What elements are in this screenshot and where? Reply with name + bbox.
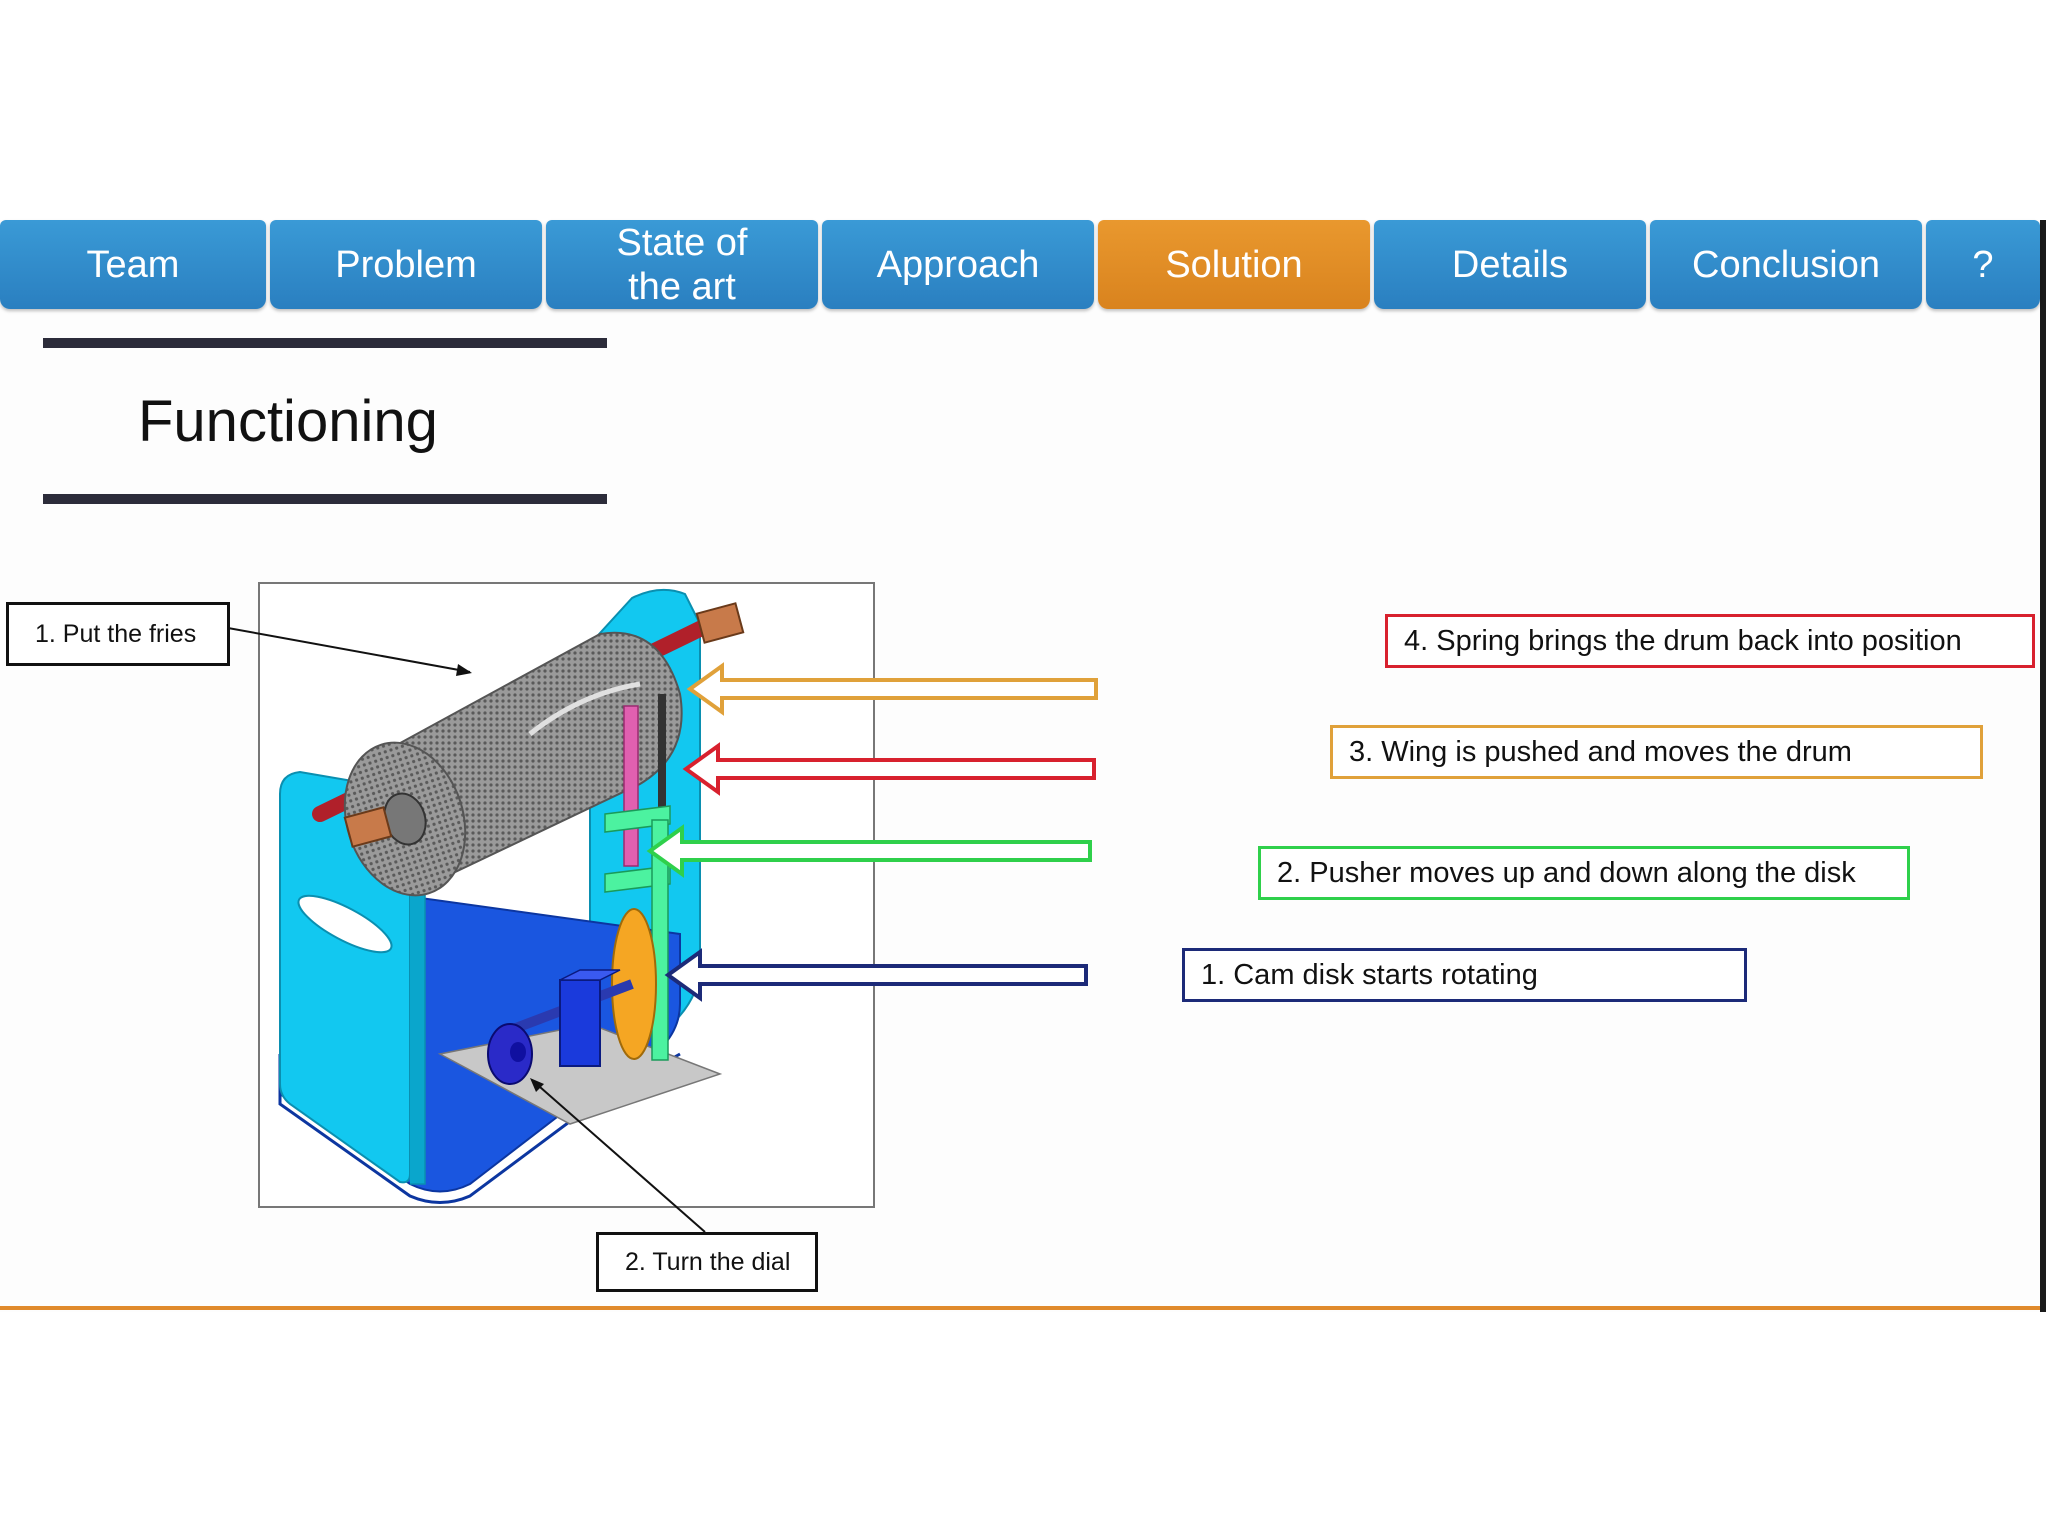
nav-bar: Team Problem State of the art Approach S… [0, 220, 2040, 309]
slide-bottom-rule [0, 1306, 2040, 1310]
tab-label: Solution [1165, 243, 1303, 286]
arrow-wing [686, 662, 1098, 716]
axle-bracket-back [695, 602, 745, 644]
machine-diagram [258, 582, 875, 1208]
tab-problem[interactable]: Problem [270, 220, 542, 309]
step-1-cam-disk: 1. Cam disk starts rotating [1182, 948, 1747, 1002]
fries-drum [343, 631, 683, 897]
tab-label: Approach [876, 243, 1040, 286]
tab-label: Team [86, 243, 180, 286]
tab-solution[interactable]: Solution [1098, 220, 1370, 309]
cam-disk [611, 908, 657, 1060]
tab-label: Conclusion [1692, 243, 1880, 286]
arrow-cam-disk [664, 948, 1088, 1002]
axle-bracket-front [343, 806, 393, 848]
slide-edge [2040, 220, 2046, 1312]
gearbox [559, 979, 601, 1067]
tab-conclusion[interactable]: Conclusion [1650, 220, 1922, 309]
machine-illustration [278, 588, 745, 1204]
step-2-pusher: 2. Pusher moves up and down along the di… [1258, 846, 1910, 900]
return-spring [658, 694, 666, 814]
tab-label-line2: the art [628, 265, 736, 308]
tab-label: Problem [335, 243, 477, 286]
arrow-pusher [646, 824, 1092, 878]
tab-approach[interactable]: Approach [822, 220, 1094, 309]
title-rule-bottom [43, 494, 607, 504]
step-4-spring: 4. Spring brings the drum back into posi… [1385, 614, 2035, 668]
tab-state-of-the-art[interactable]: State of the art [546, 220, 818, 309]
tab-label: Details [1451, 243, 1569, 286]
arrow-spring [682, 742, 1096, 796]
leader-line-turn-dial [530, 1078, 706, 1233]
frame-handle-slot [297, 894, 393, 954]
tab-label: ? [1972, 243, 1994, 286]
step-3-wing: 3. Wing is pushed and moves the drum [1330, 725, 1983, 779]
tab-details[interactable]: Details [1374, 220, 1646, 309]
tab-team[interactable]: Team [0, 220, 266, 309]
tab-help[interactable]: ? [1926, 220, 2040, 309]
callout-put-fries: 1. Put the fries [6, 602, 230, 666]
callout-turn-dial: 2. Turn the dial [596, 1232, 818, 1292]
leader-line-put-fries [227, 627, 472, 676]
tab-label-line1: State of [616, 221, 748, 264]
page-title: Functioning [138, 389, 438, 454]
title-rule-top [43, 338, 607, 348]
dial-knob [487, 1023, 533, 1085]
